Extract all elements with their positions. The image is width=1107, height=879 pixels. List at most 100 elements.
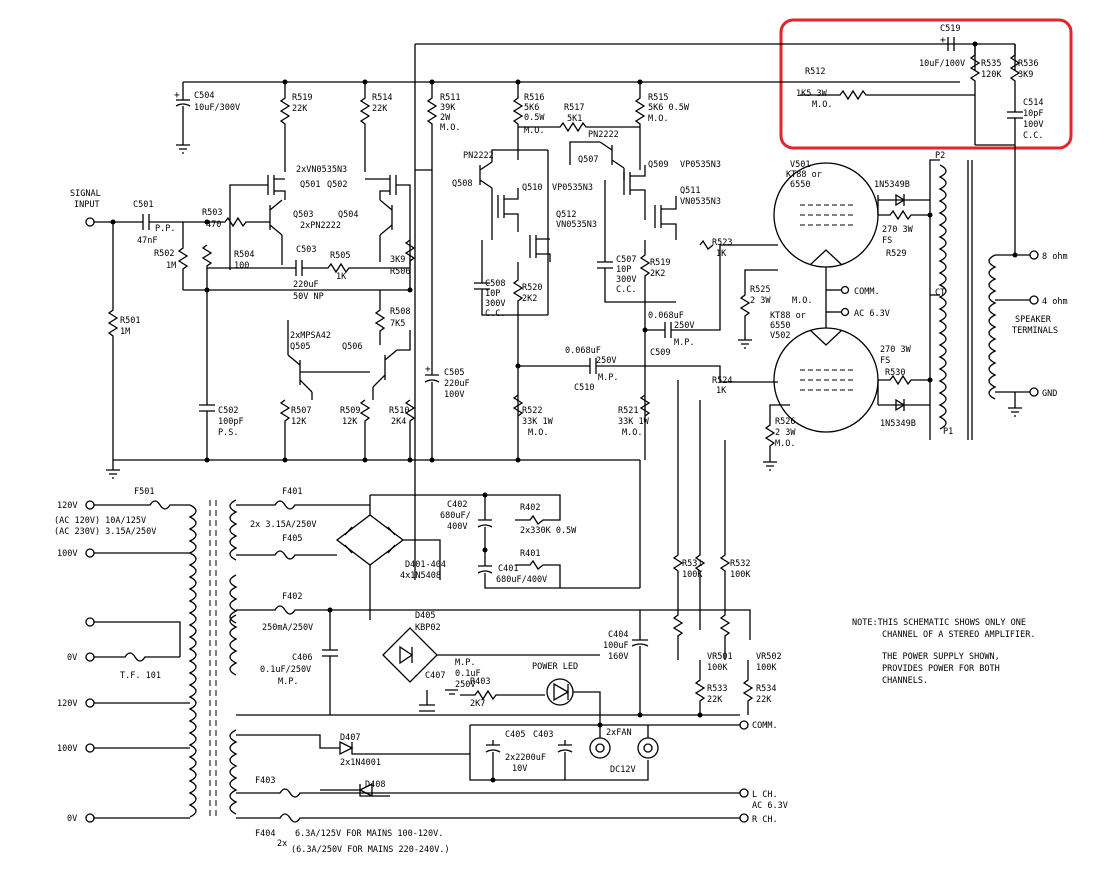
hv-filter: C402 680uF/ 400V C401 680uF/400V R402 2x… — [440, 460, 641, 589]
c407-value: 0.1uF — [455, 669, 481, 679]
r533-value: 22K — [707, 695, 723, 705]
tf101-label: T.F. 101 — [120, 671, 161, 681]
d-top-label: 1N5349B — [874, 180, 910, 190]
signal-input-label-2: INPUT — [74, 200, 100, 210]
junction-dots — [110, 41, 1018, 783]
r531-label: R531 — [682, 559, 702, 569]
r530-value: 270 3W — [880, 345, 912, 355]
note-line-2: CHANNEL OF A STEREO AMPLIFIER. — [882, 630, 1036, 640]
d-bot-label: 1N5349B — [880, 419, 916, 429]
speaker-label-2: TERMINALS — [1012, 326, 1058, 336]
pn-pair: 2xPN2222 — [300, 221, 341, 231]
r521-value: 33K 1W — [618, 417, 650, 427]
r507-r509-r510: R507 12K R509 12K R510 2K4 — [279, 399, 416, 460]
c407-label: C407 — [425, 671, 445, 681]
r402-label: R402 — [520, 503, 540, 513]
r533-label: R533 — [707, 684, 727, 694]
r536-label: R536 — [1018, 59, 1038, 69]
r529-type: FS — [882, 236, 892, 246]
r525-label: R525 — [750, 285, 770, 295]
r505-label: R505 — [330, 251, 350, 261]
r515-label: R515 — [648, 93, 668, 103]
r512-type: M.O. — [812, 100, 832, 110]
svg-text:+: + — [425, 364, 431, 375]
r519-resistor: R519 22K — [279, 82, 312, 172]
r515-type: M.O. — [648, 114, 668, 124]
mpsa42-stage: R508 7K5 2xMPSA42 Q505 Q506 — [287, 290, 411, 400]
feedback-network: R512 1K5 3W M.O. C519 + 10uF/100V R535 1… — [796, 24, 1043, 255]
r520-label: R520 — [522, 283, 542, 293]
c404-label: C404 — [608, 630, 628, 640]
v120b-label: 120V — [57, 699, 77, 709]
r505-value: 1K — [336, 272, 347, 282]
q503-label: Q503 — [293, 210, 313, 220]
v100b-label: 100V — [57, 744, 77, 754]
v502-type: KT88 or — [770, 311, 806, 321]
q501-label: Q501 — [300, 180, 320, 190]
r504-label: R504 — [234, 250, 254, 260]
c407-type: M.P. — [455, 658, 475, 668]
r507-value: 12K — [291, 417, 307, 427]
fan-supply: D407 2x1N4001 D408 C405 C403 2x2200uF 10… — [236, 725, 659, 798]
r511-type: M.O. — [440, 123, 460, 133]
c406-type: M.P. — [278, 677, 298, 687]
r503-label: R503 — [202, 208, 222, 218]
q511-label: Q511 — [680, 186, 700, 196]
c504-label: C504 — [194, 91, 214, 101]
c404-value: 100uF — [603, 641, 629, 651]
bias-supply: F402 250mA/250V 0.1uF/250V M.P. C406 D40… — [236, 592, 740, 716]
c507-r519b: C507 10P 300V C.C. R519 2K2 — [597, 180, 676, 460]
c402-label: C402 — [447, 500, 467, 510]
r535-label: R535 — [981, 59, 1001, 69]
r525-value: 2 3W — [750, 296, 771, 306]
r512-label: R512 — [805, 67, 825, 77]
q507-label: Q507 — [578, 155, 598, 165]
r522-value: 33K 1W — [522, 417, 554, 427]
c507-label: C507 — [616, 255, 636, 265]
c502-label: C502 — [218, 406, 238, 416]
r519-label: R519 — [292, 93, 312, 103]
c514-value: 10pF — [1023, 109, 1043, 119]
r502-value: 1M — [166, 261, 176, 271]
c402-voltage: 400V — [447, 522, 467, 532]
power-led-label: POWER LED — [532, 662, 578, 672]
c503-voltage: 50V NP — [293, 292, 324, 302]
v120-label: 120V — [57, 501, 77, 511]
ohm8-label: 8 ohm — [1042, 252, 1068, 262]
c505-capacitor: + C505 220uF 100V — [424, 170, 470, 460]
mains-line-2: (6.3A/250V FOR MAINS 220-240V.) — [291, 845, 450, 855]
r512-value: 1K5 3W — [796, 89, 828, 99]
c405-label: C405 — [505, 730, 525, 740]
r523-label: R523 — [712, 238, 732, 248]
r508-value: 7K5 — [390, 319, 405, 329]
d405-value: KBP02 — [415, 623, 441, 633]
c514-type: C.C. — [1023, 131, 1043, 141]
q510-label: Q510 — [522, 183, 542, 193]
vr502-label: VR502 — [756, 652, 782, 662]
r520-value: 2K2 — [522, 294, 537, 304]
bias-pots: R531 100K R532 100K VR501 100K VR502 100… — [672, 380, 782, 715]
c507-value: 10P — [616, 265, 631, 275]
r511-label: R511 — [440, 93, 460, 103]
speaker-label: SPEAKER — [1015, 315, 1052, 325]
q506-label: Q506 — [342, 342, 362, 352]
r516-label: R516 — [524, 93, 544, 103]
c508-value: 10P — [485, 289, 500, 299]
r526-type: M.O. — [775, 439, 795, 449]
v502-tube: KT88 or 6550 V502 — [770, 311, 879, 433]
r526-label: R526 — [775, 417, 795, 427]
v502-alt: 6550 — [770, 321, 790, 331]
r501-label: R501 — [120, 316, 140, 326]
c505-label: C505 — [444, 368, 464, 378]
v0-label: 0V — [67, 653, 77, 663]
vr501-label: VR501 — [707, 652, 733, 662]
f403-label: F403 — [255, 776, 275, 786]
f402-value: 250mA/250V — [262, 623, 313, 633]
c401-label: C401 — [498, 564, 518, 574]
r514-value: 22K — [372, 104, 388, 114]
r532-label: R532 — [730, 559, 750, 569]
lch-label: L CH. — [752, 790, 778, 800]
p2-label: P2 — [935, 151, 945, 161]
r519-value: 22K — [292, 104, 308, 114]
